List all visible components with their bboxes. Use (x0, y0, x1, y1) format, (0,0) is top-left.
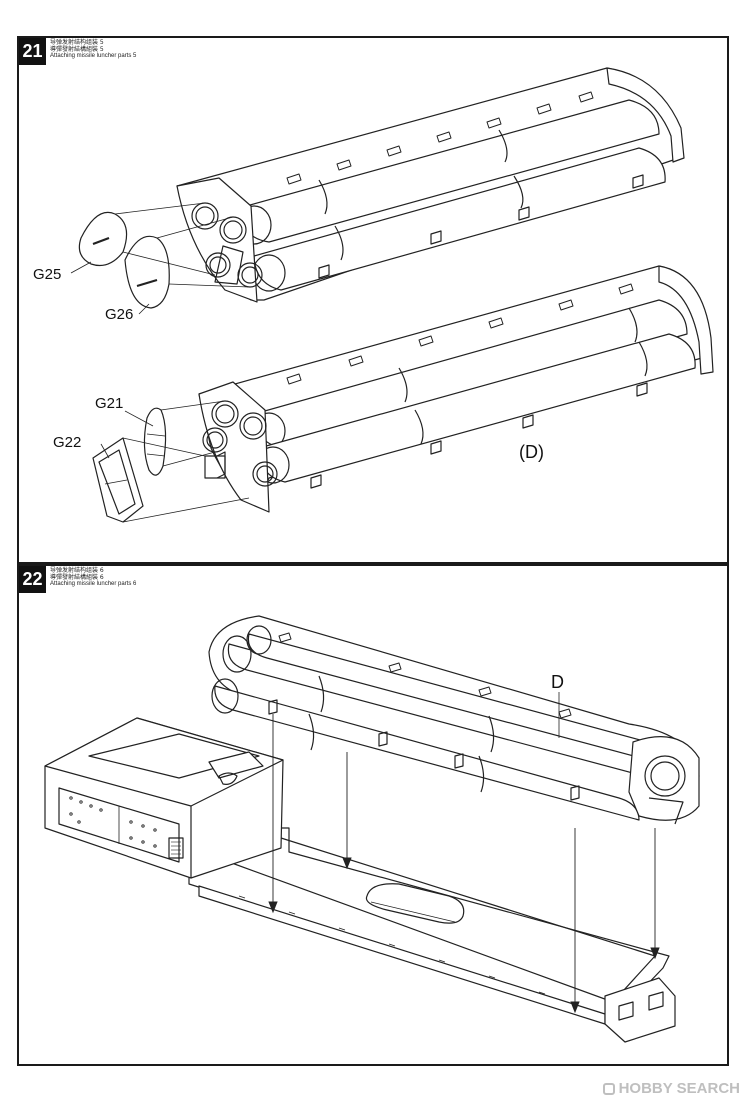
step-21-panel: 21 导弹发射结构组装 5 導彈發射結構組裝 5 Attaching missi… (17, 36, 729, 564)
part-g21 (143, 407, 167, 476)
step-21-drawing (70, 67, 714, 523)
part-g25 (78, 211, 128, 267)
watermark-text: HOBBY SEARCH (618, 1080, 740, 1097)
step-title-cn-traditional: 導彈發射結構組裝 6 (50, 574, 104, 581)
step-22-panel: 22 导弹发射结构组装 6 導彈發射結構組裝 6 Attaching missi… (17, 564, 729, 1066)
step-title-cn-traditional: 導彈發射結構組裝 5 (50, 46, 104, 53)
equipment-box (44, 717, 284, 879)
step-number: 21 (19, 38, 46, 65)
callout-part-d: D (551, 672, 564, 692)
part-g22 (92, 437, 144, 523)
callout-g25: G25 (33, 266, 62, 283)
step-22-drawing (44, 615, 700, 1043)
watermark-logo-icon (602, 1082, 615, 1095)
upper-launcher (176, 67, 685, 303)
callout-g22: G22 (53, 434, 82, 451)
callout-g26: G26 (105, 306, 134, 323)
step-title: 导弹发射结构组装 6 導彈發射結構組裝 6 Attaching missile … (50, 567, 136, 588)
lower-launcher (198, 265, 714, 513)
step-title-cn-simplified: 导弹发射结构组装 6 (50, 567, 104, 574)
callout-g21: G21 (95, 395, 124, 412)
vehicle-deck (188, 827, 676, 1043)
watermark: HOBBY SEARCH (602, 1080, 740, 1097)
part-g26 (124, 235, 170, 309)
step-title-en: Attaching missile luncher parts 5 (50, 53, 137, 59)
step-title: 导弹发射结构组装 5 導彈發射結構組裝 5 Attaching missile … (50, 39, 136, 60)
callout-sub-assembly-d: (D) (519, 442, 544, 462)
step-number: 22 (19, 566, 46, 593)
launcher-assembly-d (208, 615, 700, 825)
step-title-cn-simplified: 导弹发射结构组装 5 (50, 39, 104, 46)
step-title-en: Attaching missile luncher parts 6 (50, 581, 137, 587)
